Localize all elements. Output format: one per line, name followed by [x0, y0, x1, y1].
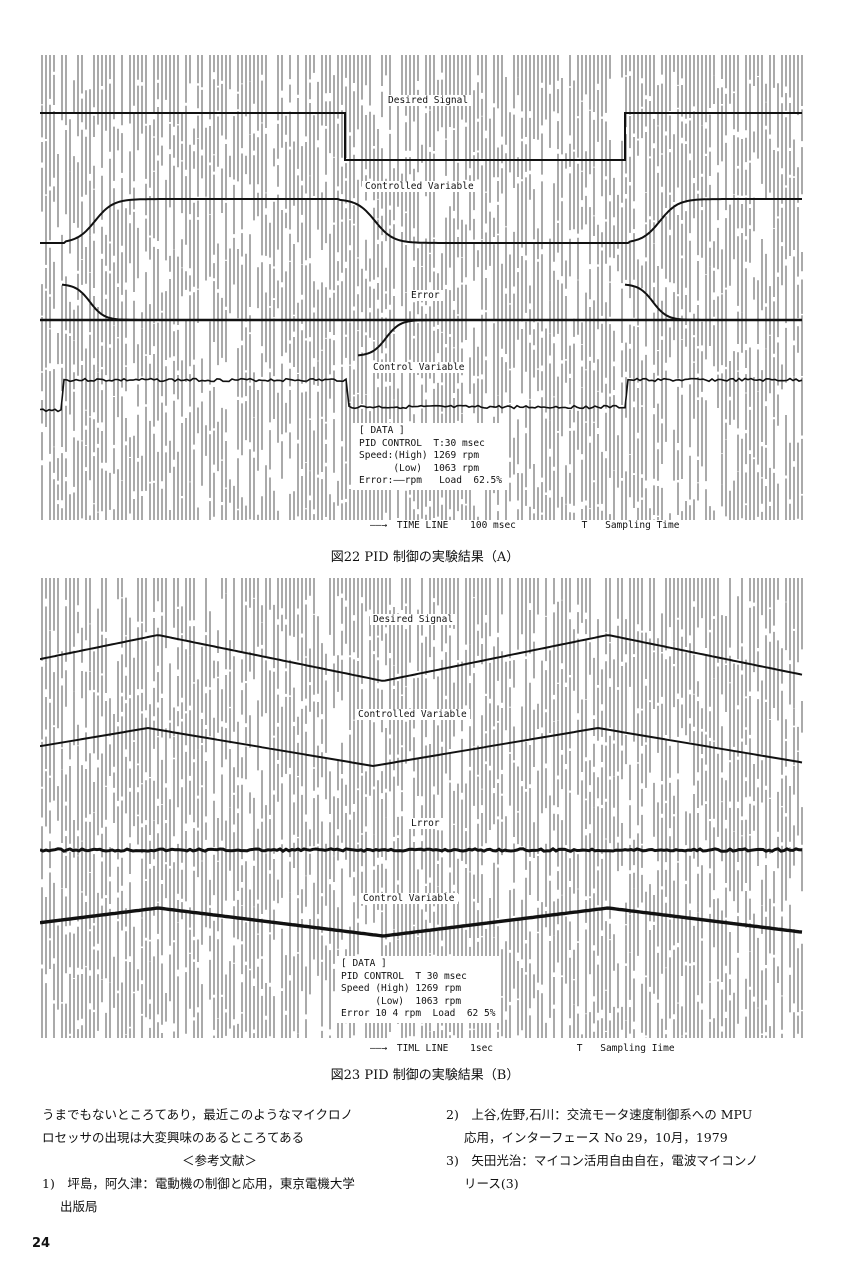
timeline-arrow: ——→	[370, 520, 388, 531]
error-trace	[624, 283, 709, 321]
data-box-line-5: Error:——rpm Load 62.5%	[359, 475, 502, 486]
references-heading: ＜参考文献＞	[182, 1153, 258, 1168]
page-number: 24	[32, 1236, 51, 1251]
paragraph-line: うまでもないところてあり，最近このようなマイクロノ	[42, 1107, 354, 1122]
body-text-left: うまでもないところてあり，最近このようなマイクロノ ロセッサの出現は大変興味のあ…	[42, 1103, 432, 1218]
timeline-a: ——→ TIME LINE 100 msec T Sampling Time	[370, 520, 679, 531]
background-grid	[41, 578, 803, 1038]
paragraph-line: ロセッサの出現は大変興味のあるところてある	[42, 1130, 305, 1145]
data-box-line-2: PID CONTROL T 30 msec	[341, 970, 467, 982]
figure-23-caption: 図23 PID 制御の実験結果（B）	[330, 1068, 520, 1083]
label-controlled-variable: Controlled Variable	[362, 181, 477, 192]
timeline-sampling: Sampling Time	[605, 520, 680, 531]
figure-22-plot	[40, 55, 803, 520]
data-box-line-1: [ DATA ]	[359, 425, 405, 436]
label-desired-signal: Desired Signal	[370, 614, 457, 625]
data-box-line-3: Speed:(High) 1269 rpm	[359, 450, 480, 461]
timeline-unit: 100 msec	[470, 520, 516, 531]
reference-2-cont: 応用，インターフェース No 29，10月，1979	[464, 1130, 728, 1145]
label-desired-signal: Desired Signal	[385, 95, 472, 106]
control-variable-trace	[40, 906, 803, 938]
label-control-variable: Control Variable	[360, 893, 458, 904]
desired-signal-trace	[40, 112, 802, 161]
error-trace	[61, 283, 150, 321]
timeline-label: TIME LINE	[396, 520, 449, 531]
reference-3: 3) 矢田光治：マイコン活用自由自在，電波マイコンノ	[446, 1153, 759, 1168]
data-box-line-4: (Low) 1063 rpm	[341, 995, 462, 1007]
timeline-b: ——→ TIML LINE 1sec T Sampling Iime	[370, 1043, 675, 1054]
label-error: Error	[408, 290, 443, 301]
error-trace	[357, 319, 440, 357]
timeline-arrow: ——→	[370, 1043, 388, 1054]
label-control-variable: Control Variable	[370, 362, 468, 373]
label-controlled-variable: Controlled Variable	[355, 709, 470, 720]
reference-2: 2) 上谷,佐野,石川：交流モータ速度制御系への MPU	[446, 1107, 753, 1122]
timeline-unit: 1sec	[470, 1043, 494, 1054]
data-box: [ DATA ] PID CONTROL T:30 msec Speed:(Hi…	[353, 423, 508, 490]
desired-signal-trace	[40, 634, 803, 682]
figure-23: Desired Signal Controlled Variable Lrror…	[40, 578, 805, 1038]
data-box-line-2: PID CONTROL T:30 msec	[359, 437, 485, 449]
body-text-right: 2) 上谷,佐野,石川：交流モータ速度制御系への MPU 応用，インターフェース…	[446, 1103, 826, 1195]
reference-1-cont: 出版局	[60, 1199, 98, 1214]
data-box-line-1: [ DATA ]	[341, 958, 387, 969]
error-trace	[40, 846, 803, 854]
background-grid	[41, 55, 803, 520]
data-box: [ DATA ] PID CONTROL T 30 msec Speed (Hi…	[335, 956, 502, 1023]
timeline-t: T	[576, 1043, 583, 1054]
figure-22: Desired Signal Controlled Variable Error…	[40, 55, 805, 520]
timeline-t: T	[581, 520, 588, 531]
controlled-variable-trace	[40, 198, 802, 244]
data-box-line-5: Error 10 4 rpm Load 62 5%	[341, 1008, 496, 1019]
control-variable-trace	[40, 377, 803, 413]
data-box-line-4: (Low) 1063 rpm	[359, 462, 480, 474]
label-error: Lrror	[408, 818, 443, 829]
controlled-variable-trace	[40, 726, 803, 768]
reference-1: 1) 坪島，阿久津：電動機の制御と応用，東京電機大学	[42, 1176, 355, 1191]
timeline-label: TIML LINE	[396, 1043, 449, 1054]
timeline-sampling: Sampling Iime	[600, 1043, 675, 1054]
reference-3-cont: リース(3)	[464, 1176, 519, 1191]
data-box-line-3: Speed (High) 1269 rpm	[341, 983, 462, 994]
figure-23-plot	[40, 578, 803, 1038]
figure-22-caption: 図22 PID 制御の実験結果（A）	[330, 550, 520, 565]
